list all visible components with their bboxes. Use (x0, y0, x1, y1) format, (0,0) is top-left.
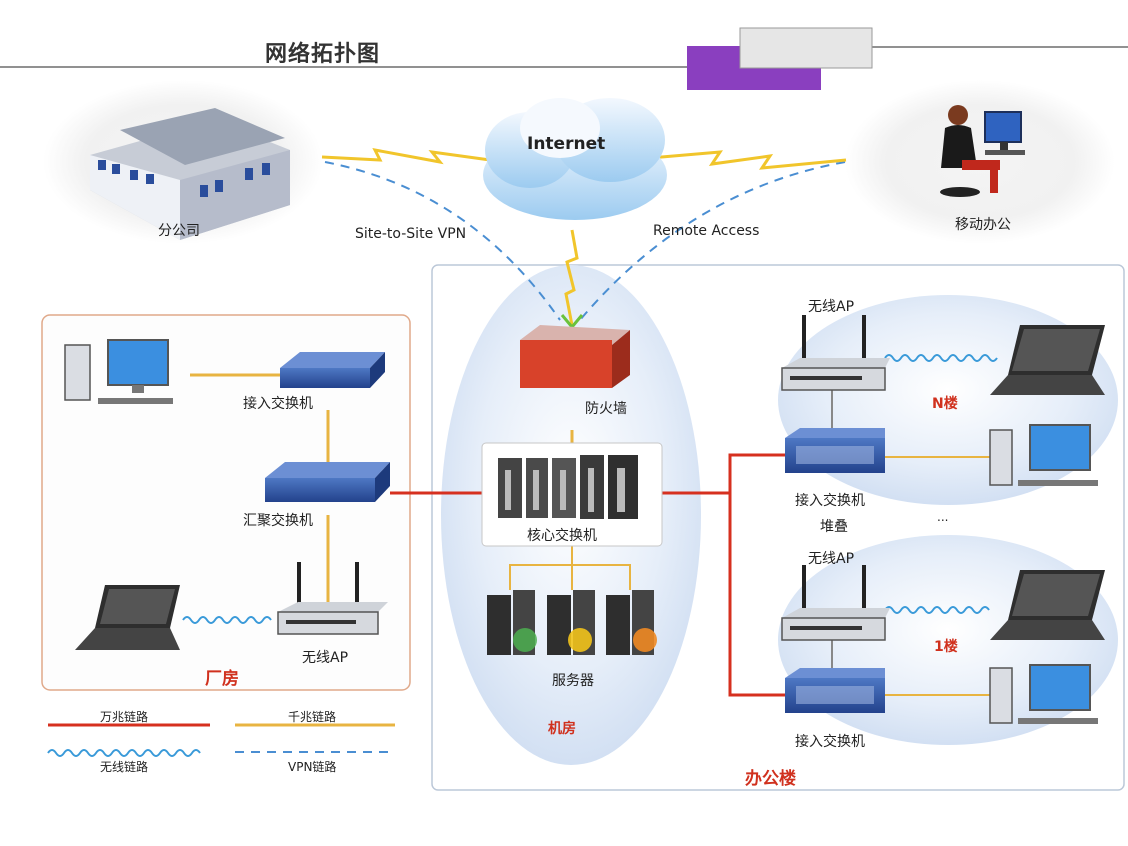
core-switch-icon (498, 455, 638, 519)
server-bus-link (509, 564, 631, 590)
mobile-label: 移动办公 (955, 217, 1011, 233)
servers-label: 服务器 (552, 673, 594, 689)
office-ellipsis: ... (937, 510, 949, 524)
factory-pc-icon (64, 339, 173, 404)
datacenter-zone-label: 机房 (548, 721, 576, 737)
vpn-site-label: Site-to-Site VPN (355, 226, 467, 242)
factory-laptop-icon (75, 585, 180, 650)
core-switch-label: 核心交换机 (527, 528, 597, 544)
factory-ap-icon (277, 562, 388, 635)
aggregation-switch-icon (265, 462, 390, 502)
branch-label: 分公司 (158, 223, 200, 239)
wireless-link-factory (182, 616, 272, 624)
remote-access-label: Remote Access (653, 223, 760, 239)
office-pc-top-icon (989, 424, 1098, 486)
office-zone-label: 办公楼 (745, 769, 796, 789)
legend-gigabit-label: 万兆链路 (100, 710, 149, 724)
office-ap-bottom-label: 无线AP (808, 551, 855, 567)
wireless-link-floor-1 (884, 606, 990, 614)
legend-wireless-swatch (47, 749, 201, 757)
office-access-switch-bottom-icon (785, 668, 885, 713)
internet-link-branch (321, 147, 491, 165)
internet-cloud-icon (483, 98, 667, 220)
office-ap-bottom-icon (781, 565, 890, 641)
internet-link-firewall (564, 229, 579, 326)
office-ap-top-label: 无线AP (808, 299, 855, 315)
office-access-bottom-label: 接入交换机 (795, 734, 865, 750)
mobile-user-icon (940, 105, 1025, 197)
internet-label: Internet (527, 134, 606, 154)
vpn-link-branch (324, 161, 561, 321)
office-laptop-top-icon (990, 325, 1105, 395)
firewall-icon (520, 325, 630, 388)
office-access-top-label: 接入交换机 (795, 493, 865, 509)
wireless-link-floor-n (884, 354, 998, 362)
servers-icon (487, 590, 657, 655)
factory-zone-label: 厂房 (205, 669, 239, 689)
office-pc-bottom-icon (989, 664, 1098, 724)
page-title: 网络拓扑图 (265, 42, 381, 67)
factory-ap-label: 无线AP (302, 650, 349, 666)
office-trunk-link (728, 453, 785, 697)
office-access-switch-top-icon (785, 428, 885, 473)
branch-building-icon (90, 108, 290, 240)
legend-wireless-label: 无线链路 (100, 760, 149, 774)
firewall-label: 防火墙 (585, 401, 627, 417)
legend-hundred-label: 千兆链路 (288, 710, 337, 724)
office-access-top-sub: 堆叠 (820, 519, 848, 535)
internet-link-mobile (649, 150, 847, 170)
factory-aggregation-switch-label: 汇聚交换机 (243, 513, 313, 529)
factory-access-switch-label: 接入交换机 (243, 396, 313, 412)
legend-vpn-label: VPN链路 (288, 760, 337, 774)
header-accent-gray (739, 27, 873, 69)
office-laptop-bottom-icon (990, 570, 1105, 640)
floor-1-label: 1楼 (934, 639, 958, 655)
office-ap-top-icon (781, 315, 890, 391)
vpn-link-mobile (579, 161, 846, 321)
floor-n-label: N楼 (932, 396, 958, 412)
factory-access-switch-icon (280, 352, 385, 388)
